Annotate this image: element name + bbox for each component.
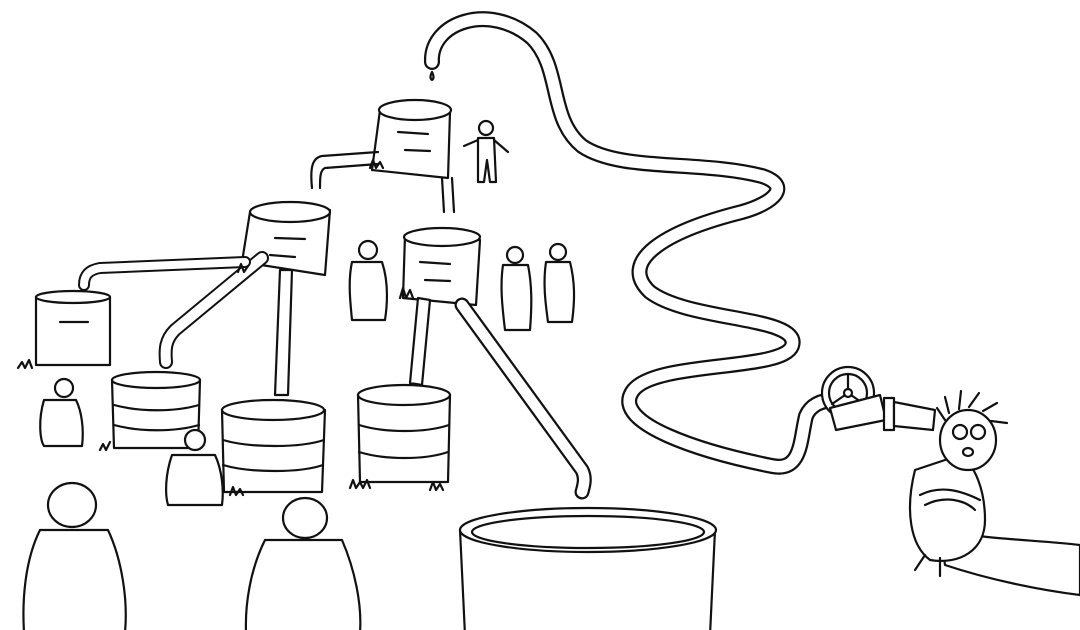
barrel-left (110, 370, 202, 450)
top-tank (370, 98, 453, 180)
person-cap (165, 428, 224, 507)
left-tank (34, 289, 112, 367)
middle-right-tank (401, 226, 482, 307)
worker-back-3 (543, 242, 576, 324)
person-left (39, 377, 84, 448)
pipe-flange (882, 396, 896, 432)
worker-top (462, 119, 510, 184)
scientist-figure (908, 389, 1009, 578)
water-drip (429, 70, 435, 82)
top-left-pipe (310, 150, 380, 190)
stalk-left (273, 268, 294, 397)
outlet-pipe (892, 400, 937, 432)
worker-back-1 (348, 239, 389, 322)
worker-back-2 (500, 245, 533, 332)
barrel-right (356, 383, 452, 484)
big-foreground-barrel (458, 506, 718, 630)
main-pipe (424, 11, 844, 475)
stalk-right (408, 296, 432, 387)
grass (16, 158, 445, 497)
top-right-pipe (440, 176, 456, 214)
barrel-middle (220, 398, 327, 494)
foreground-person-left (22, 481, 127, 630)
foreground-person-right (244, 496, 362, 630)
